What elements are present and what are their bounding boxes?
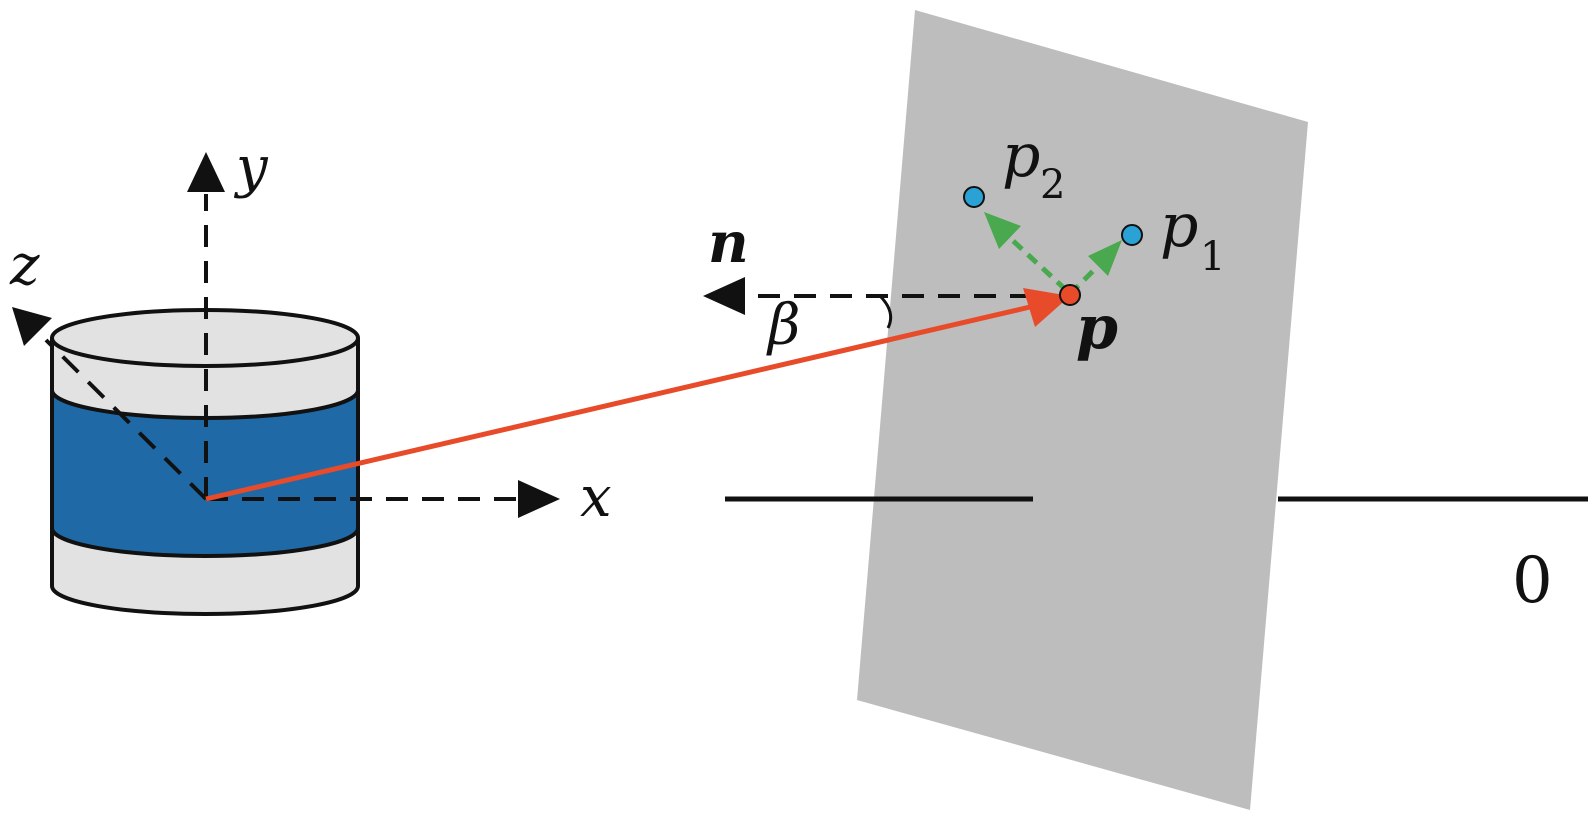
point-p1-label-base: p [1160, 191, 1198, 261]
zero-label: 0 [1512, 544, 1553, 618]
point-p2-label: p 2 [1002, 121, 1065, 208]
offset-arrowhead-p2 [984, 212, 1021, 249]
point-p2-label-subscript: 2 [1040, 162, 1065, 208]
y-axis-arrowhead [187, 152, 225, 192]
z-axis-arrowhead [12, 307, 52, 346]
x-axis-arrowhead [518, 480, 560, 518]
normal-vector-label: n [708, 210, 749, 276]
x-axis-label: x [580, 465, 612, 530]
reference-plane [857, 10, 1308, 810]
point-p2-label-base: p [1002, 121, 1040, 191]
offset-arrow-to-p2 [1008, 236, 1068, 292]
laser-ray-arrowhead [1023, 288, 1070, 327]
angle-beta-label: β [766, 293, 800, 358]
point-p-marker [1059, 284, 1081, 306]
angle-beta-arc [878, 294, 893, 329]
point-p1-label-subscript: 1 [1200, 234, 1225, 280]
point-p1-label: p 1 [1160, 191, 1225, 280]
point-p2-marker [963, 186, 985, 208]
y-axis-label: y [233, 135, 269, 200]
offset-arrowhead-p1 [1088, 240, 1122, 276]
point-p1-marker [1121, 224, 1143, 246]
laser-ray [205, 304, 1031, 502]
z-axis-line [44, 338, 208, 501]
point-p-label: p [1076, 293, 1118, 363]
normal-vector-arrowhead [703, 277, 745, 315]
z-axis-label: z [9, 233, 40, 298]
